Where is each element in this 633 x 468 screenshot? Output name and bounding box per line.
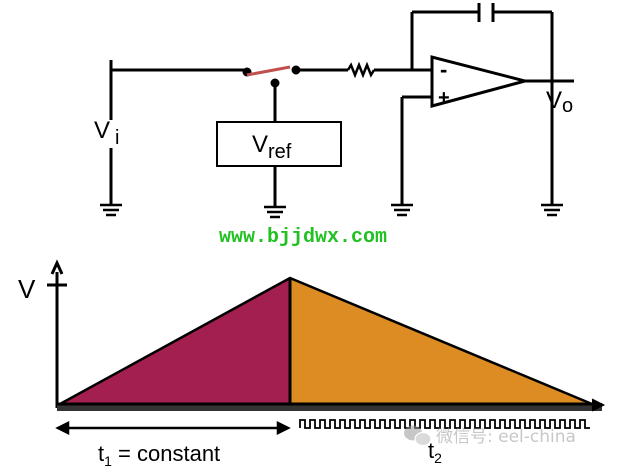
t1-label: t1 = constant — [98, 441, 220, 468]
opamp-minus-sign: - — [440, 57, 447, 82]
x-axis-arrow-icon — [591, 398, 606, 412]
t1-span-arrow — [55, 420, 291, 436]
y-axis-arrow-icon — [50, 259, 64, 275]
switch-ref-contact — [270, 78, 280, 88]
t2-label-main: t — [428, 438, 434, 463]
t1-label-rest: = constant — [112, 441, 220, 466]
ground-icon — [391, 203, 413, 217]
t1-label-main: t — [98, 441, 104, 466]
x-axis-baseline — [57, 403, 602, 411]
arrow-right-icon — [276, 420, 291, 436]
vo-label-sub: o — [562, 95, 573, 117]
ground-icon — [541, 203, 563, 217]
t1-label-sub: 1 — [104, 453, 112, 468]
vref-label: Vref — [252, 131, 292, 163]
vi-label-main: V — [94, 117, 110, 144]
t2-clock-pulses — [299, 419, 590, 429]
axes — [47, 259, 67, 408]
vi-label-sub: i — [115, 127, 119, 149]
opamp-triangle — [430, 55, 531, 108]
vo-label-main: V — [546, 87, 562, 114]
vref-box — [216, 121, 342, 167]
watermark-url: www.bjjdwx.com — [219, 226, 387, 249]
t2-label-sub: 2 — [434, 450, 442, 466]
ground-symbols — [100, 203, 563, 219]
opamp-plus-sign: + — [438, 87, 450, 109]
wechat-id-text: 微信号: eel-china — [436, 427, 576, 447]
arrow-left-icon — [55, 420, 70, 436]
circuit — [109, 3, 574, 206]
resistor — [346, 61, 376, 79]
vref-label-sub: ref — [268, 141, 292, 163]
wechat-watermark: 微信号: eel-china — [404, 425, 576, 447]
y-axis-label: V — [18, 274, 36, 304]
switch-blade — [246, 65, 291, 77]
t2-label: t2 — [428, 438, 442, 466]
wechat-icon — [404, 425, 432, 447]
vref-label-main: V — [252, 131, 268, 158]
vo-label: Vo — [546, 87, 573, 117]
ground-icon — [100, 203, 122, 217]
ground-icon — [264, 205, 286, 219]
